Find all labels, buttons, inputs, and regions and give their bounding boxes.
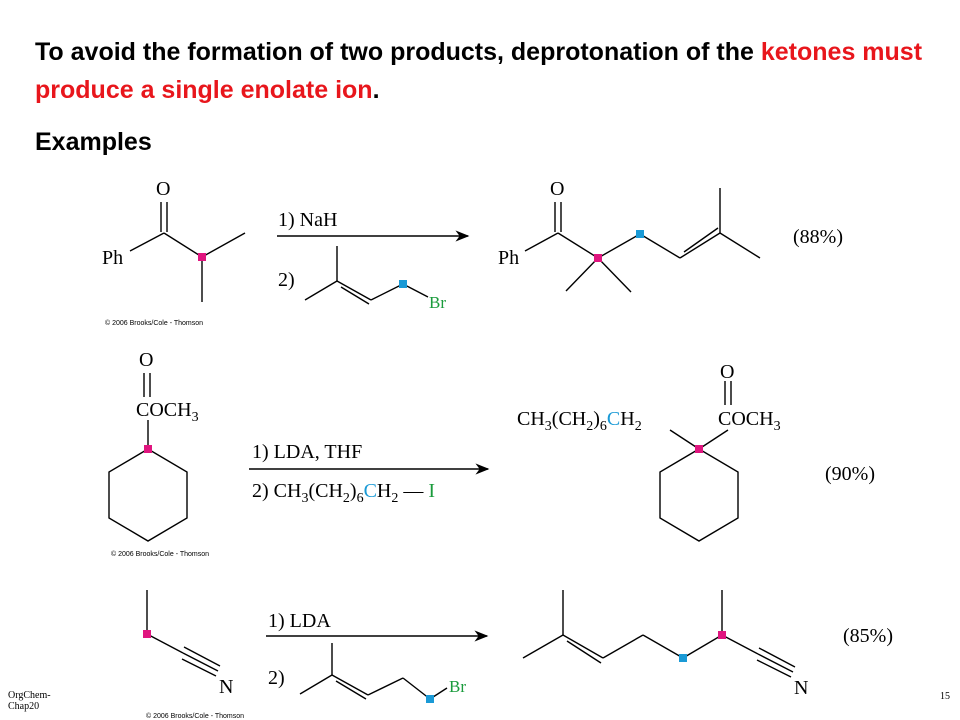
electrophile-marker [399, 280, 407, 288]
step-2-label: 2) [268, 667, 285, 689]
product-2-group: COCH3 [718, 408, 781, 434]
reactant-1-oxygen: O [156, 178, 170, 200]
alpha-carbon-marker [198, 253, 206, 261]
product-1-oxygen: O [550, 178, 564, 200]
product-1-group: Ph [498, 247, 519, 269]
product-2-structure [659, 381, 739, 542]
copyright-3: © 2006 Brooks/Cole - Thomson [146, 712, 244, 720]
alpha-carbon-marker [143, 630, 151, 638]
reagent-1-structure [304, 246, 429, 305]
electrophile-marker [679, 654, 687, 662]
reactant-2-structure [108, 373, 188, 542]
yield-1: (88%) [793, 226, 843, 248]
reactant-3-nitrogen: N [219, 676, 233, 698]
step-2-label: 2) [278, 269, 295, 291]
yield-3: (85%) [843, 625, 893, 647]
leaving-group-br: Br [429, 293, 446, 312]
yield-2: (90%) [825, 463, 875, 485]
reactant-2-oxygen: O [139, 349, 153, 371]
examples-label: Examples [35, 128, 152, 156]
product-3-nitrogen: N [794, 677, 808, 699]
product-2-chain: CH3(CH2)6CH2 [517, 408, 642, 434]
heading-highlight: ketones must produce a single enolate io… [35, 38, 923, 104]
reactant-1-group: Ph [102, 247, 123, 269]
step-1-label: 1) LDA [268, 610, 331, 632]
alpha-carbon-marker [695, 445, 703, 453]
product-2-oxygen: O [720, 361, 734, 383]
heading-text: To avoid the formation of two products, … [35, 38, 761, 66]
copyright-1: © 2006 Brooks/Cole - Thomson [105, 319, 203, 327]
product-3-structure [522, 590, 796, 678]
step-1-label: 1) NaH [278, 209, 337, 231]
reactant-3-structure [146, 590, 221, 677]
electrophile-marker [636, 230, 644, 238]
leaving-group-br: Br [449, 677, 466, 696]
product-1-structure [524, 188, 761, 293]
copyright-2: © 2006 Brooks/Cole - Thomson [111, 550, 209, 558]
reaction-2 [108, 373, 739, 542]
reagent-3-structure [299, 643, 448, 700]
page-number: 15 [940, 691, 950, 702]
reactant-1-structure [129, 202, 246, 302]
step-1-label: 1) LDA, THF [252, 441, 362, 463]
alpha-carbon-marker [144, 445, 152, 453]
heading-period: . [372, 76, 380, 104]
slide-heading: To avoid the formation of two products, … [35, 33, 935, 109]
alpha-carbon-marker [594, 254, 602, 262]
alpha-carbon-marker [718, 631, 726, 639]
electrophile-marker [426, 695, 434, 703]
reaction-1 [129, 188, 761, 305]
reactant-2-group: COCH3 [136, 399, 199, 425]
footer-chapter: OrgChem-Chap20 [8, 690, 51, 712]
reaction-3 [146, 590, 796, 700]
step-2-label: 2) CH3(CH2)6CH2 — I [252, 480, 435, 506]
